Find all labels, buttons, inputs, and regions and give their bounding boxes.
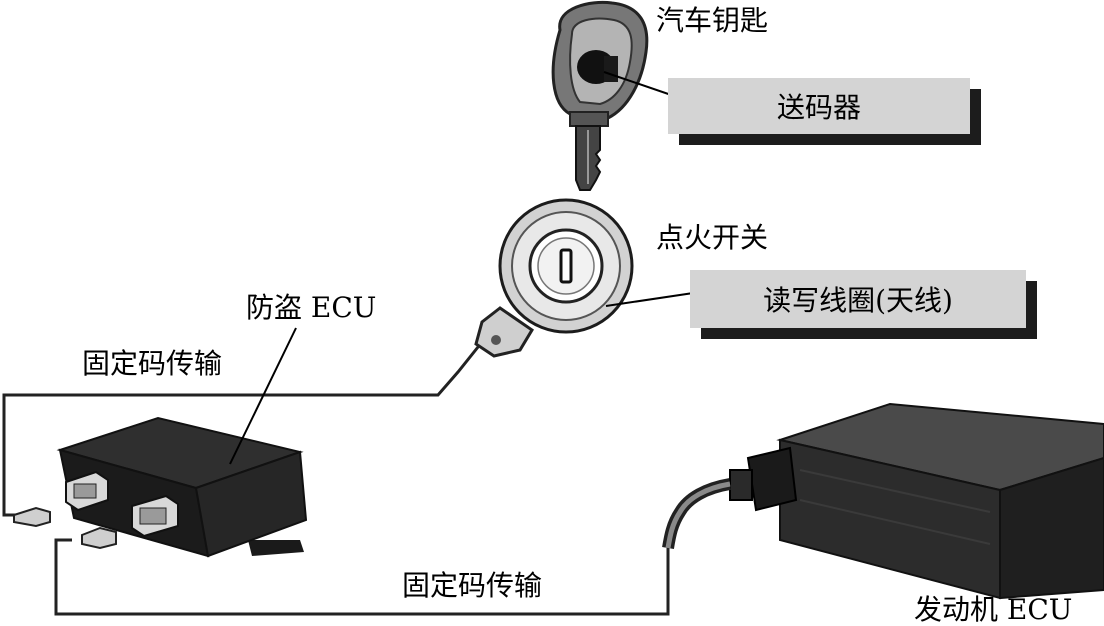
engine-ecu-label: 发动机 ECU [914,596,1072,624]
engine-ecu-icon [668,404,1104,598]
ignition-switch-label: 点火开关 [656,224,768,252]
car-key-label: 汽车钥匙 [656,7,768,35]
reader-coil-callout: 读写线圈(天线) [690,270,1026,328]
fixed-code-lower-label: 固定码传输 [402,572,542,600]
car-key-icon [553,2,647,190]
wire-lower [56,540,668,614]
transponder-callout: 送码器 [668,78,970,134]
ignition-switch-icon [476,200,632,356]
immobilizer-ecu-label: 防盗 ECU [246,294,376,322]
fixed-code-upper-label: 固定码传输 [82,350,222,378]
